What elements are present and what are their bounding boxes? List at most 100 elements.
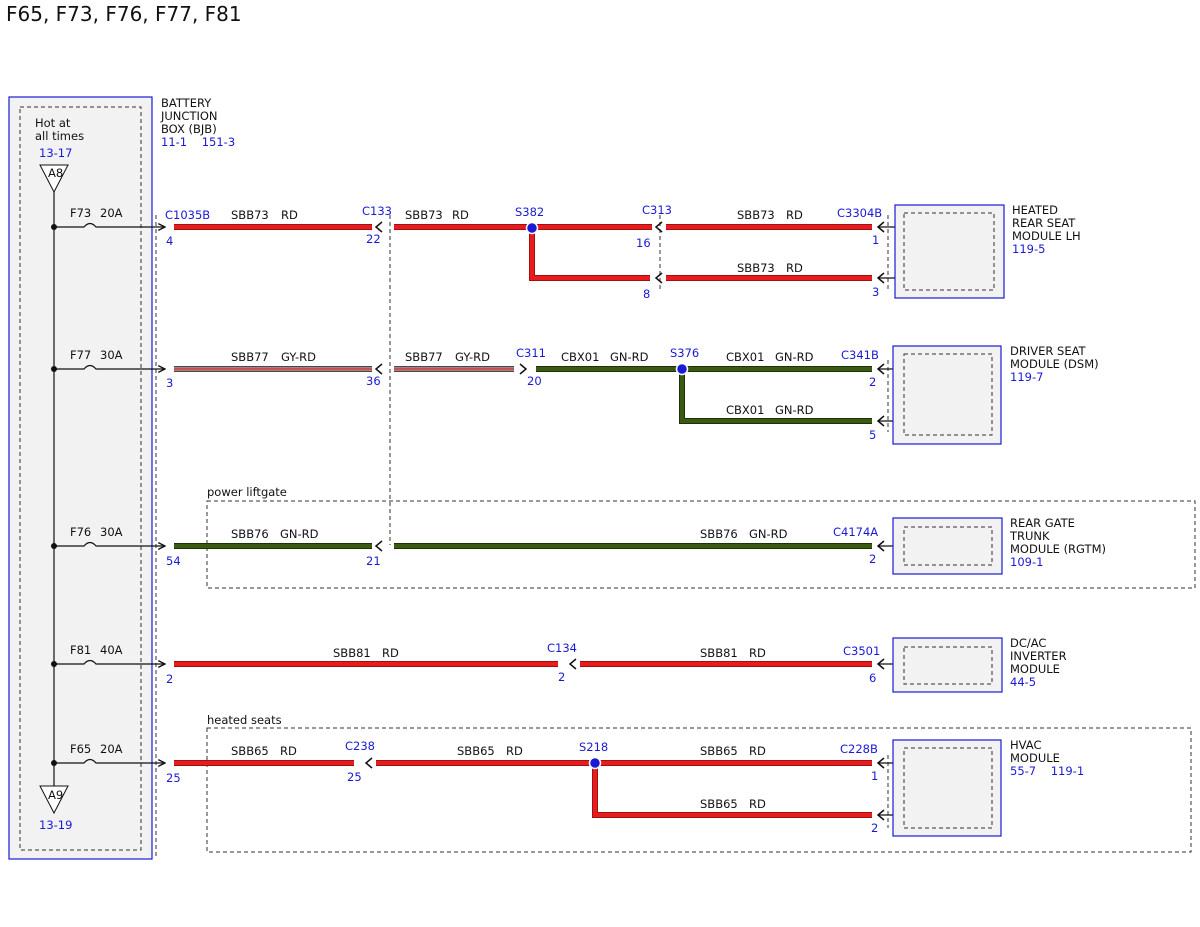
wire-label-color: RD	[749, 646, 766, 660]
bjb-ref: 11-1 151-3	[161, 135, 235, 149]
connector-id: C313	[642, 203, 672, 217]
wire-label-color: RD	[382, 646, 399, 660]
module-ref: 44-5	[1010, 675, 1036, 689]
fuse-f81: F81 40A	[51, 643, 165, 667]
splice-dot	[525, 221, 539, 235]
pin-number: 6	[869, 671, 876, 685]
bjb-name-line-3: BOX (BJB)	[161, 122, 217, 136]
wire-label-color: GN-RD	[280, 527, 319, 541]
connector-id: C228B	[840, 742, 878, 756]
pin-number: 1	[872, 233, 879, 247]
a9-triangle-icon	[39, 785, 69, 815]
connector-id: C1035B	[165, 208, 210, 222]
pin-number: 2	[558, 670, 565, 684]
pin-number: 1	[871, 769, 878, 783]
hot-text-line-1: Hot at	[35, 116, 71, 130]
connector-id: C238	[345, 739, 375, 753]
module-name: REAR GATE	[1010, 516, 1075, 530]
splice-dot	[675, 362, 689, 376]
wire-label-circuit: SBB73	[737, 261, 775, 275]
pin-number: 2	[869, 552, 876, 566]
wire-label-circuit: SBB65	[231, 744, 269, 758]
bjb-name-line-2: JUNCTION	[160, 109, 218, 123]
wire-label-color: RD	[452, 208, 469, 222]
pin-number: 3	[872, 285, 879, 299]
module-ref: 109-1	[1010, 555, 1043, 569]
wire-label-circuit: CBX01	[726, 403, 764, 417]
wire-label-circuit: SBB65	[457, 744, 495, 758]
connector-arrow-icons	[364, 221, 885, 821]
wire-label-circuit: SBB81	[333, 646, 371, 660]
wire-label-color: RD	[786, 261, 803, 275]
pin-number: 2	[869, 375, 876, 389]
pin-number: 8	[643, 287, 650, 301]
fuse-amp: 20A	[100, 742, 123, 756]
wire-label-circuit: SBB77	[231, 350, 269, 364]
bjb-inner	[19, 106, 142, 851]
module-name: MODULE	[1010, 662, 1060, 676]
heated-seats-group-label: heated seats	[207, 713, 282, 727]
wire-label-color: RD	[281, 208, 298, 222]
module-ref: 119-5	[1012, 242, 1045, 256]
wire-label-circuit: CBX01	[561, 350, 599, 364]
wire-label-circuit: CBX01	[726, 350, 764, 364]
module-name: HVAC	[1010, 738, 1041, 752]
a9-label: A9	[48, 788, 63, 802]
module-dc-ac-inverter: DC/AC INVERTER MODULE 44-5	[892, 636, 1067, 693]
module-name: HEATED	[1012, 203, 1058, 217]
module-rear-gate-trunk: REAR GATE TRUNK MODULE (RGTM) 109-1	[892, 516, 1106, 575]
wire-label-circuit: SBB77	[405, 350, 443, 364]
wire-label-color: RD	[280, 744, 297, 758]
pin-number: 2	[166, 672, 173, 686]
pin-number: 4	[166, 234, 173, 248]
hot-text-line-2: all times	[35, 129, 84, 143]
splice-dot	[588, 756, 602, 770]
pin-number: 16	[636, 236, 651, 250]
pin-number: 25	[347, 770, 362, 784]
pin-number: 22	[366, 232, 381, 246]
wire-label-color: GN-RD	[775, 350, 814, 364]
wire-label-color: GN-RD	[610, 350, 649, 364]
fuse-name: F73	[70, 206, 91, 220]
module-name: INVERTER	[1010, 649, 1067, 663]
pin-number: 3	[166, 376, 173, 390]
fuse-amp: 40A	[100, 643, 123, 657]
module-name: MODULE	[1010, 751, 1060, 765]
connector-id: C134	[547, 641, 577, 655]
wire-sbb73-s382-c313	[529, 224, 652, 281]
a9-page: 13-19	[39, 818, 72, 832]
pin-number: 25	[166, 771, 181, 785]
splice-label: S382	[515, 205, 544, 219]
hot-ref: 13-17	[39, 146, 72, 160]
wire-label-circuit: SBB65	[700, 744, 738, 758]
pin-number: 54	[166, 554, 181, 568]
fuse-amp: 30A	[100, 525, 123, 539]
fuse-amp: 20A	[100, 206, 123, 220]
wire-label-color: RD	[786, 208, 803, 222]
liftgate-group-box	[206, 500, 1196, 589]
connector-id: C3304B	[837, 206, 882, 220]
splice-label: S376	[670, 346, 699, 360]
fuse-amp: 30A	[100, 348, 123, 362]
wire-label-color: GY-RD	[281, 350, 316, 364]
fuse-f65: F65 20A	[51, 742, 165, 766]
module-ref: 119-7	[1010, 370, 1043, 384]
wire-label-circuit: SBB73	[405, 208, 443, 222]
fuse-name: F76	[70, 525, 91, 539]
wire-label-circuit: SBB81	[700, 646, 738, 660]
pin-number: 2	[871, 821, 878, 835]
fuse-f76: F76 30A	[51, 525, 165, 549]
wire-label-circuit: SBB73	[231, 208, 269, 222]
a8-triangle-icon	[39, 164, 69, 194]
module-name: TRUNK	[1009, 529, 1050, 543]
pin-number: 5	[869, 428, 876, 442]
a8-label: A8	[48, 166, 63, 180]
connector-id: C3501	[843, 644, 880, 658]
pin-number: 36	[366, 374, 381, 388]
module-name: MODULE (DSM)	[1010, 357, 1099, 371]
module-ref: 55-7 119-1	[1010, 764, 1084, 778]
module-name: DRIVER SEAT	[1010, 344, 1087, 358]
wire-label-color: GN-RD	[775, 403, 814, 417]
module-name: MODULE LH	[1012, 229, 1081, 243]
